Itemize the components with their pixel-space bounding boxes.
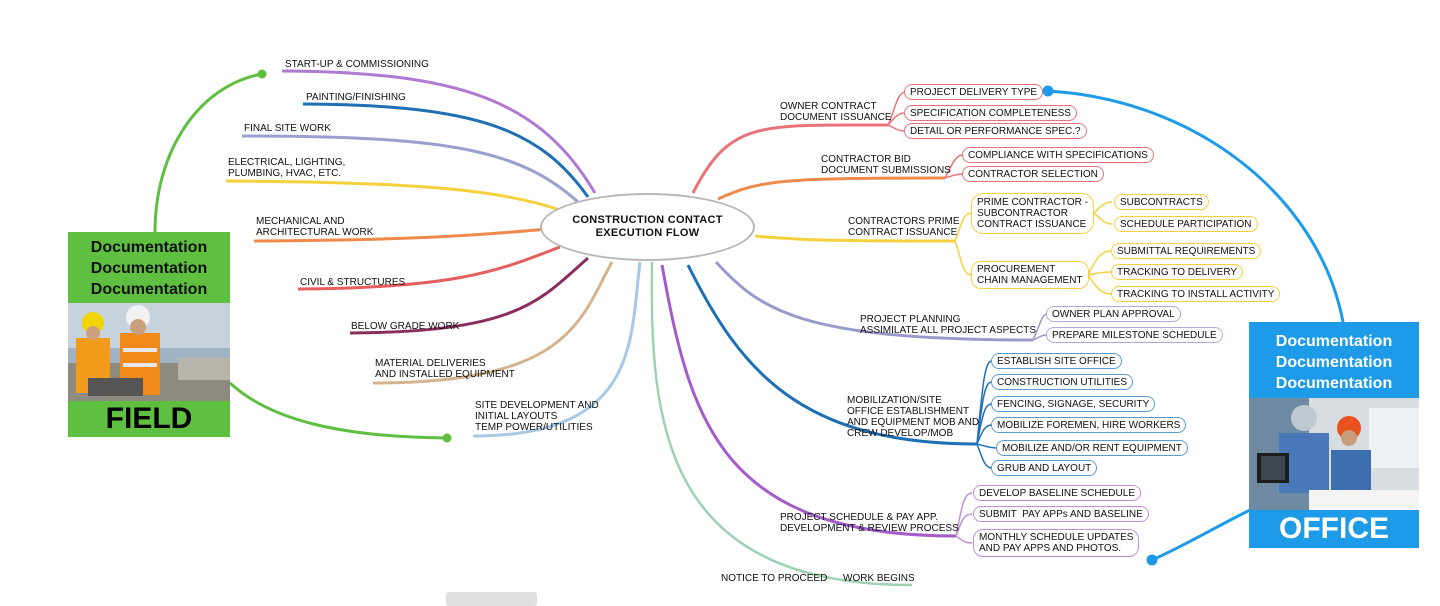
office-title: OFFICE: [1279, 512, 1389, 545]
branch-belowgrade: [349, 256, 589, 335]
field-doc-line1: Documentation: [90, 239, 208, 256]
branch-sitedev: [472, 261, 642, 438]
node-contractor-selection[interactable]: CONTRACTOR SELECTION: [962, 166, 1104, 182]
node-submittal-requirements[interactable]: SUBMITTAL REQUIREMENTS: [1111, 243, 1262, 259]
field-connector-top: [153, 72, 263, 233]
node-prime-subcontractor-issuance[interactable]: PRIME CONTRACTOR - SUBCONTRACTOR CONTRAC…: [971, 193, 1094, 234]
node-specification-completeness[interactable]: SPECIFICATION COMPLETENESS: [904, 105, 1077, 121]
office-connector-bottom: [1151, 508, 1251, 562]
branch-bid: [717, 176, 946, 201]
branch-label-finalsite[interactable]: FINAL SITE WORK: [244, 123, 331, 134]
node-mobilize-foremen[interactable]: MOBILIZE FOREMEN, HIRE WORKERS: [991, 417, 1187, 433]
node-fencing-signage[interactable]: FENCING, SIGNAGE, SECURITY: [991, 396, 1156, 412]
branch-label-belowgrade[interactable]: BELOW GRADE WORK: [351, 321, 460, 332]
office-connector-top-dot: [1042, 85, 1054, 97]
node-detail-performance-spec[interactable]: DETAIL OR PERFORMANCE SPEC.?: [904, 123, 1087, 139]
branch-label-painting[interactable]: PAINTING/FINISHING: [306, 92, 406, 103]
node-schedule-participation[interactable]: SCHEDULE PARTICIPATION: [1114, 216, 1258, 232]
field-doc-header: Documentation Documentation Documentatio…: [68, 232, 230, 303]
node-owner-plan-approval[interactable]: OWNER PLAN APPROVAL: [1046, 306, 1181, 322]
branch-label-planning[interactable]: PROJECT PLANNING ASSIMILATE ALL PROJECT …: [860, 314, 1036, 336]
office-connector-top: [1047, 89, 1345, 323]
planning-child-links: [1032, 313, 1048, 341]
field-connector-bottom: [228, 381, 448, 440]
branch-label-work-begins[interactable]: WORK BEGINS: [843, 573, 915, 584]
field-title-bar: FIELD: [68, 401, 230, 437]
office-title-bar: OFFICE: [1249, 510, 1419, 548]
horizontal-scrollbar-thumb[interactable]: [446, 592, 537, 606]
node-mobilize-equipment[interactable]: MOBILIZE AND/OR RENT EQUIPMENT: [996, 440, 1188, 456]
office-doc-line2: Documentation: [1275, 354, 1393, 371]
branch-startup: [281, 69, 597, 194]
node-procurement-chain[interactable]: PROCUREMENT CHAIN MANAGEMENT: [971, 261, 1089, 289]
mobilization-child-links: [976, 360, 998, 469]
branch-label-electrical[interactable]: ELECTRICAL, LIGHTING, PLUMBING, HVAC, ET…: [228, 157, 346, 179]
branch-electrical: [225, 179, 561, 212]
node-subcontracts[interactable]: SUBCONTRACTS: [1114, 194, 1209, 210]
branch-label-startup[interactable]: START-UP & COMMISSIONING: [285, 59, 429, 70]
bid-child-links: [944, 154, 964, 179]
office-badge[interactable]: Documentation Documentation Documentatio…: [1249, 322, 1419, 548]
branch-label-schedule[interactable]: PROJECT SCHEDULE & PAY APP. DEVELOPMENT …: [780, 512, 959, 534]
branch-schedule: [660, 264, 957, 538]
node-baseline-schedule[interactable]: DEVELOP BASELINE SCHEDULE: [973, 485, 1141, 501]
branch-label-owner[interactable]: OWNER CONTRACT DOCUMENT ISSUANCE: [780, 101, 892, 123]
field-title: FIELD: [105, 402, 193, 435]
branch-label-material[interactable]: MATERIAL DELIVERIES AND INSTALLED EQUIPM…: [375, 358, 515, 380]
field-workers-photo: [68, 303, 230, 401]
center-title-line1: CONSTRUCTION CONTACT: [572, 214, 723, 226]
office-doc-line1: Documentation: [1275, 333, 1393, 350]
branch-label-notice[interactable]: NOTICE TO PROCEED: [721, 573, 828, 584]
node-submit-payapps[interactable]: SUBMIT PAY APPs AND BASELINE: [973, 506, 1149, 522]
owner-child-links: [887, 91, 906, 132]
office-connector-bottom-dot: [1146, 554, 1158, 566]
node-establish-site-office[interactable]: ESTABLISH SITE OFFICE: [991, 353, 1122, 369]
branch-mechanical: [253, 227, 549, 243]
branch-material: [372, 261, 614, 385]
office-workers-photo: [1249, 398, 1419, 510]
node-compliance-specifications[interactable]: COMPLIANCE WITH SPECIFICATIONS: [962, 147, 1154, 163]
node-tracking-delivery[interactable]: TRACKING TO DELIVERY: [1111, 264, 1244, 280]
branch-notice: [650, 261, 913, 587]
branch-mobilization: [686, 264, 978, 446]
branch-owner: [691, 123, 889, 194]
node-monthly-updates[interactable]: MONTHLY SCHEDULE UPDATES AND PAY APPS AN…: [973, 529, 1140, 557]
center-title-line2: EXECUTION FLOW: [595, 227, 700, 239]
field-doc-line2: Documentation: [90, 260, 208, 277]
node-construction-utilities[interactable]: CONSTRUCTION UTILITIES: [991, 374, 1134, 390]
branch-planning: [714, 260, 1034, 342]
branch-civil: [297, 245, 561, 291]
node-milestone-schedule[interactable]: PREPARE MILESTONE SCHEDULE: [1046, 327, 1223, 343]
branch-painting: [302, 102, 590, 198]
prime-child-links: [954, 201, 1113, 295]
field-connector-top-dot: [257, 69, 267, 79]
field-doc-line3: Documentation: [90, 281, 208, 298]
branch-label-prime[interactable]: CONTRACTORS PRIME CONTRACT ISSUANCE: [848, 216, 960, 238]
field-connector-bottom-dot: [442, 433, 452, 443]
schedule-child-links: [955, 492, 973, 544]
node-project-delivery-type[interactable]: PROJECT DELIVERY TYPE: [904, 84, 1044, 100]
branch-label-sitedev[interactable]: SITE DEVELOPMENT AND INITIAL LAYOUTS TEM…: [475, 400, 599, 433]
office-doc-line3: Documentation: [1275, 375, 1393, 392]
field-badge[interactable]: Documentation Documentation Documentatio…: [68, 232, 230, 437]
branch-finalsite: [241, 134, 580, 204]
branch-label-mobilization[interactable]: MOBILIZATION/SITE OFFICE ESTABLISHMENT A…: [847, 395, 980, 439]
node-tracking-install[interactable]: TRACKING TO INSTALL ACTIVITY: [1111, 286, 1281, 302]
branch-label-civil[interactable]: CIVIL & STRUCTURES: [300, 277, 406, 288]
office-doc-header: Documentation Documentation Documentatio…: [1249, 322, 1419, 398]
branch-prime: [754, 234, 956, 243]
center-node[interactable]: CONSTRUCTION CONTACT EXECUTION FLOW: [540, 193, 755, 261]
branch-label-bid[interactable]: CONTRACTOR BID DOCUMENT SUBMISSIONS: [821, 154, 951, 176]
branch-label-mechanical[interactable]: MECHANICAL AND ARCHITECTURAL WORK: [256, 216, 374, 238]
node-grub-layout[interactable]: GRUB AND LAYOUT: [991, 460, 1098, 476]
